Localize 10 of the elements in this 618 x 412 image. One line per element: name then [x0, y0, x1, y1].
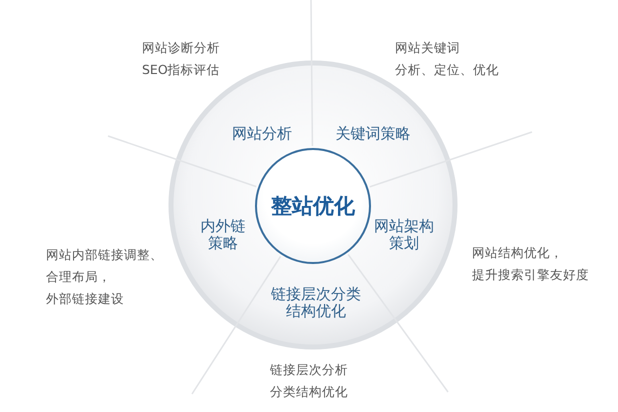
annotation-text: 网站关键词分析、定位、优化	[395, 39, 499, 79]
segment-label: 内外链策略	[200, 218, 246, 252]
annotation-text: 链接层次分析分类结构优化	[270, 361, 348, 401]
annotation-text: 网站内部链接调整、合理布局，外部链接建设	[46, 246, 163, 308]
segment-label: 关键词策略	[336, 126, 410, 142]
segment-label: 网站分析	[232, 126, 292, 142]
segment-label: 链接层次分类结构优化	[271, 286, 361, 320]
segment-label: 网站架构策划	[374, 218, 434, 252]
annotation-text: 网站诊断分析SEO指标评估	[142, 39, 220, 79]
annotation-text: 网站结构优化，提升搜索引擎友好度	[472, 244, 589, 284]
